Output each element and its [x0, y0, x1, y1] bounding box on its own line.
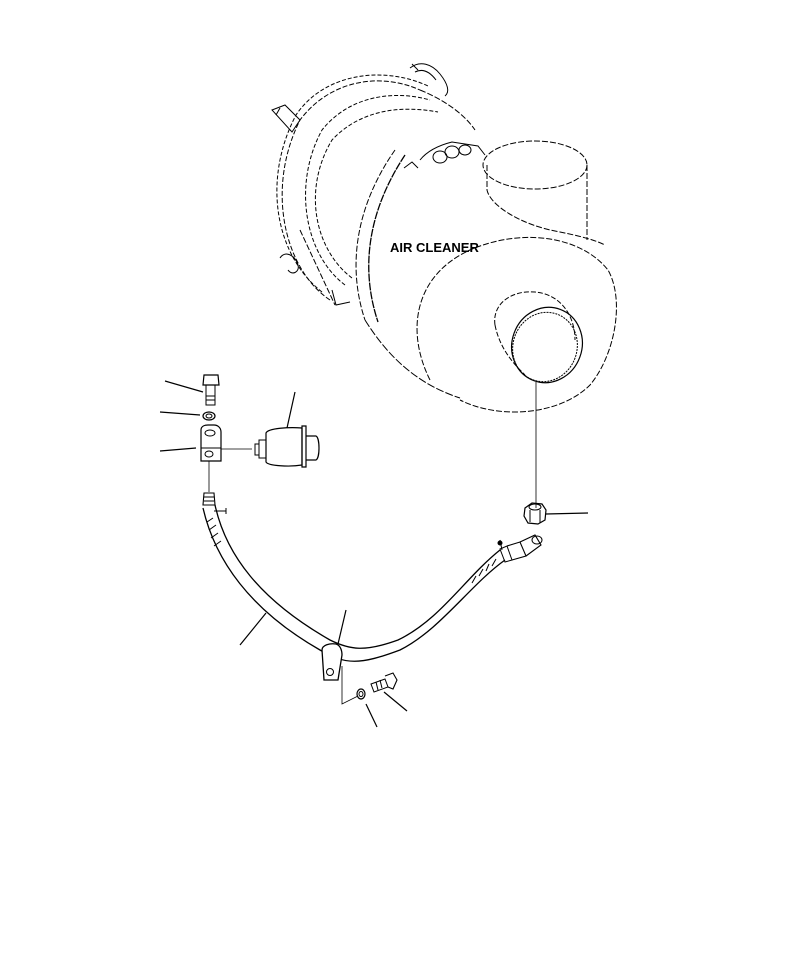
leader-nut — [545, 512, 589, 515]
latch-top — [409, 63, 449, 97]
leader-bolt-clamp — [383, 691, 408, 712]
air-cleaner-label: AIR CLEANER — [390, 240, 479, 255]
nut — [523, 502, 547, 525]
bracket — [200, 424, 252, 462]
dust-indicator — [254, 425, 320, 468]
leader-washer-top — [159, 411, 201, 416]
washer-top — [202, 411, 216, 421]
air-cleaner-housing — [271, 63, 617, 413]
leader-indicator — [286, 391, 296, 429]
washer-clamp — [356, 688, 366, 700]
clamp — [321, 643, 343, 681]
bolt-top — [202, 374, 220, 406]
latch-middle — [403, 141, 486, 169]
leader-washer-clamp — [365, 703, 378, 728]
leader-bracket — [159, 447, 197, 452]
leader-clamp-fasteners — [341, 666, 359, 705]
bolt-clamp — [370, 672, 398, 693]
leader-hose — [239, 612, 267, 646]
latch-left — [271, 104, 301, 274]
leader-bolt-top — [164, 380, 204, 393]
hose — [202, 492, 543, 662]
leader-clamp — [337, 609, 347, 645]
